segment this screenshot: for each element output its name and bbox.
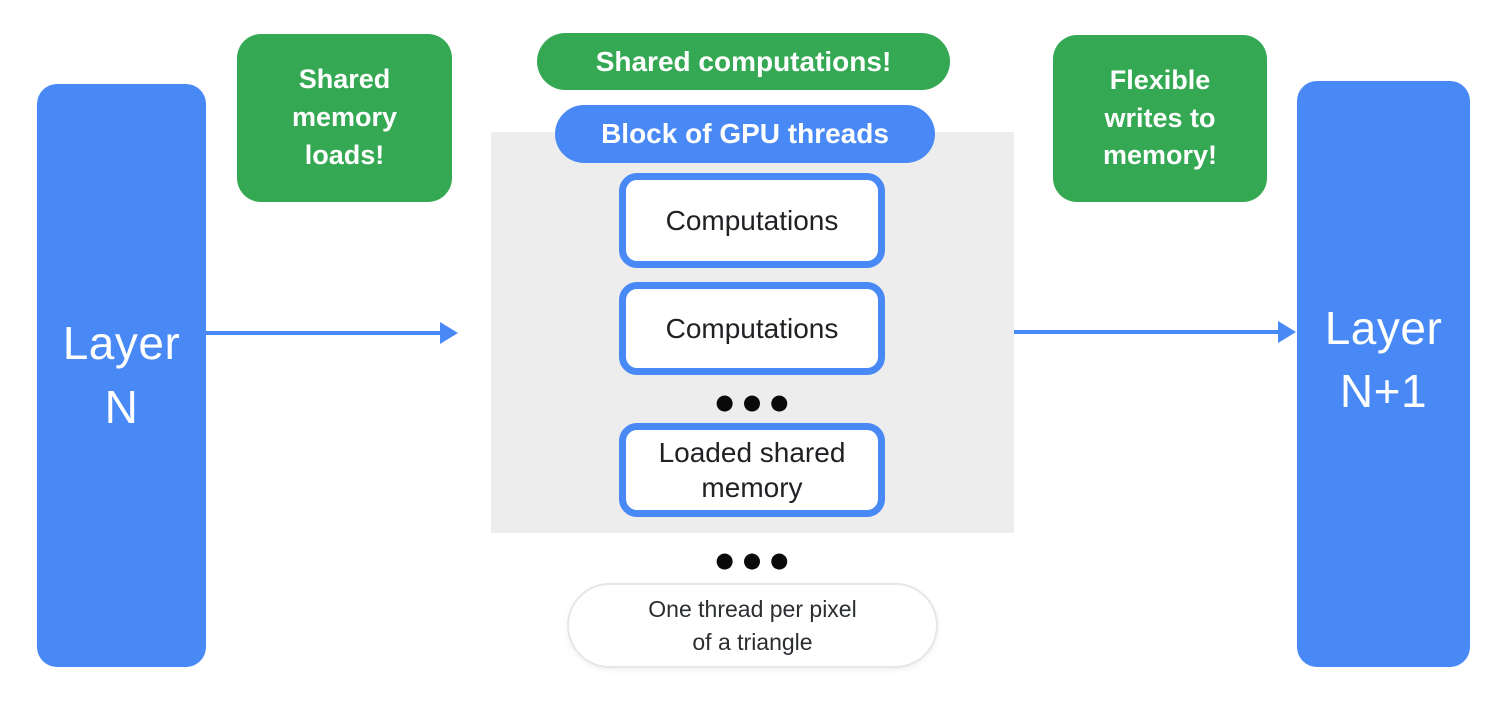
ellipsis-dots-inner: ●●●	[715, 389, 798, 414]
layer-n1-box: Layer N+1	[1297, 81, 1470, 667]
callout-shared-memory-loads-label: Shared memory loads!	[291, 64, 398, 170]
layer-n-label: Layer N	[62, 317, 181, 433]
loaded-shared-memory-box: Loaded shared memory	[619, 423, 885, 517]
block-title-label: Block of GPU threads	[601, 118, 889, 149]
callout-shared-computations-label: Shared computations!	[595, 45, 892, 77]
block-title-pill: Block of GPU threads	[555, 105, 935, 163]
computations-box-2-label: Computations	[665, 313, 839, 344]
arrow-shaft	[1014, 330, 1281, 334]
footnote-pill: One thread per pixel of a triangle	[567, 583, 938, 668]
ellipsis-dots-outer: ●●●	[715, 547, 798, 572]
computations-box-1-label: Computations	[665, 205, 839, 236]
layer-n-box: Layer N	[37, 84, 206, 667]
arrow-head-icon	[1278, 321, 1296, 343]
arrow-layer-n-to-block	[206, 322, 458, 344]
callout-shared-computations: Shared computations!	[537, 33, 950, 90]
callout-flexible-writes-label: Flexible writes to memory!	[1102, 64, 1218, 171]
arrow-shaft	[206, 331, 443, 335]
callout-shared-memory-loads: Shared memory loads!	[237, 34, 452, 202]
arrow-block-to-layer-n1	[1014, 321, 1296, 343]
computations-box-2: Computations	[619, 282, 885, 375]
computations-box-1: Computations	[619, 173, 885, 268]
arrow-head-icon	[440, 322, 458, 344]
footnote-label: One thread per pixel of a triangle	[648, 596, 857, 655]
layer-n1-label: Layer N+1	[1324, 301, 1443, 417]
callout-flexible-writes: Flexible writes to memory!	[1053, 35, 1267, 202]
loaded-shared-memory-label: Loaded shared memory	[658, 437, 846, 503]
